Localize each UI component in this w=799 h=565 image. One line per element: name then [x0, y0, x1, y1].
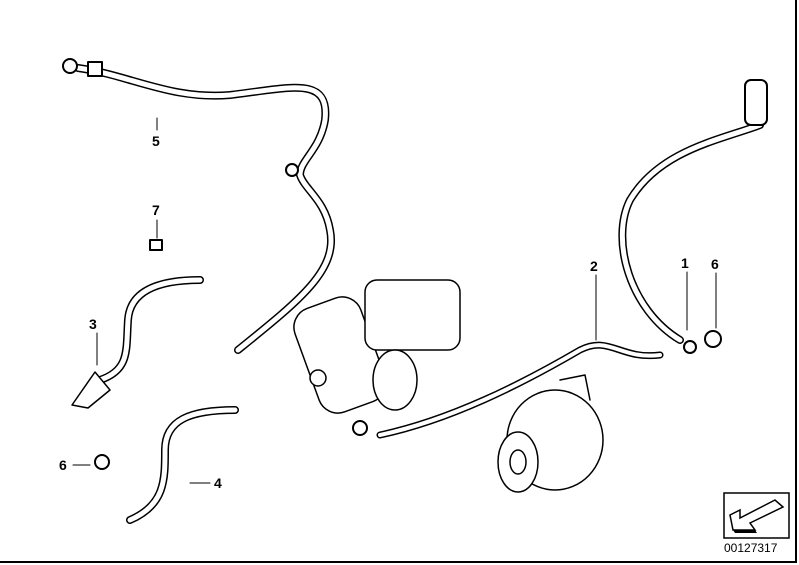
part-label-1: 1 — [681, 255, 689, 271]
nut-6-left-drawing — [94, 454, 110, 470]
starter-drawing — [293, 279, 461, 414]
diagram-code: 00127317 — [724, 541, 778, 555]
part-label-6-right: 6 — [711, 256, 719, 272]
cable-2-drawing — [352, 341, 664, 439]
alternator-drawing — [497, 374, 604, 493]
arrow-logo-icon — [723, 492, 790, 539]
strap-3-drawing — [71, 276, 204, 409]
part-label-4: 4 — [214, 475, 222, 491]
part-label-3: 3 — [89, 316, 97, 332]
strap-4-drawing — [126, 406, 239, 524]
part-label-6-left: 6 — [59, 457, 67, 473]
bolt-7-drawing — [149, 239, 163, 251]
part-label-7: 7 — [152, 202, 160, 218]
nut-6-right-drawing — [704, 330, 722, 348]
cable-5-drawing — [62, 58, 336, 354]
part-label-2: 2 — [590, 258, 598, 274]
cable-1-drawing — [618, 79, 768, 354]
part-label-5: 5 — [152, 133, 160, 149]
